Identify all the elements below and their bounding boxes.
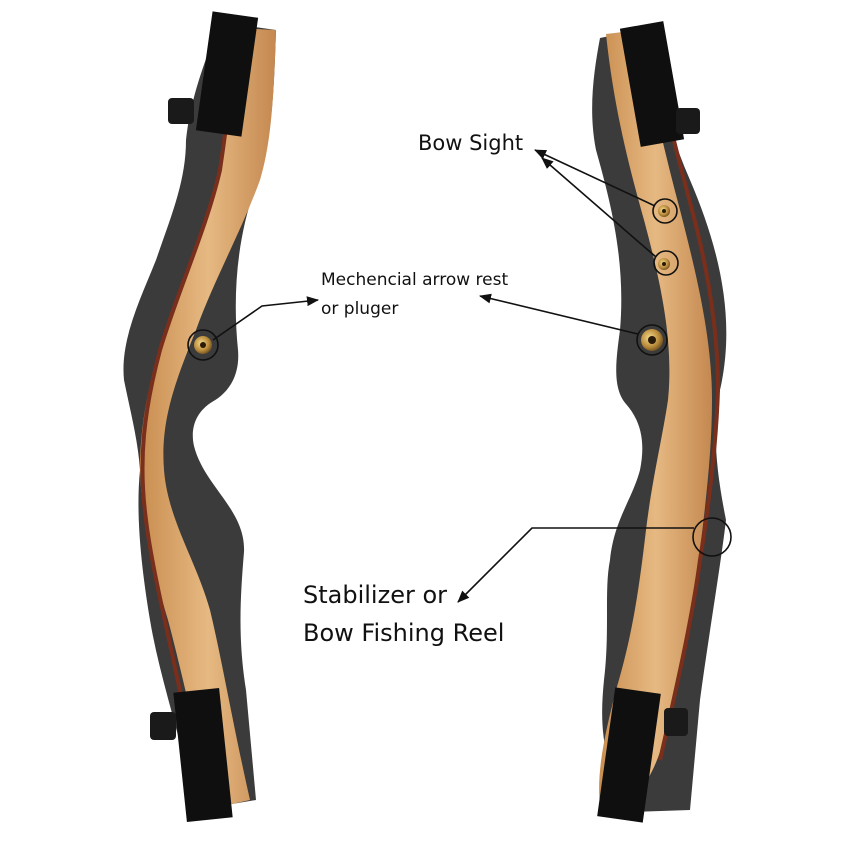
stabilizer-marker-circle [692,517,732,557]
right-plunger-bushing-center [648,336,656,344]
left-top-limb-bolt [168,98,194,124]
arrow-rest-label-line1: Mechencial arrow rest [321,270,509,290]
sight-upper-marker-circle [652,198,678,224]
stabilizer-label-line2: Bow Fishing Reel [303,619,505,647]
stabilizer-label-line1: Stabilizer or [303,581,447,609]
sight-lower-marker-circle [653,250,679,276]
right-plunger-marker-circle [636,324,668,356]
stabilizer-leader [457,527,694,603]
right-bottom-limb-pocket [597,687,661,823]
right-top-limb-pocket [619,21,685,147]
left-plunger-marker-circle [187,329,219,361]
right-bottom-limb-bolt [664,708,688,736]
bow-sight-label: Bow Sight [418,131,524,155]
left-top-limb-pocket [195,11,259,137]
arrow-rest-label-line2: or pluger [321,299,399,319]
arrow-rest-leader-left [212,296,319,341]
bow-sight-arrow-lower [541,157,657,258]
right-riser-wood [599,30,712,806]
left-plunger-bushing-center [200,342,206,348]
left-riser [123,11,276,823]
left-bottom-limb-pocket [173,687,233,823]
left-riser-wood [140,28,276,808]
bow-sight-arrow-upper [534,149,656,207]
sight-bushing-upper-center [662,209,666,213]
arrow-rest-arrow-right [479,293,639,335]
right-riser [592,21,727,823]
annotations [187,149,732,603]
right-riser-red-stripe [650,29,721,761]
right-top-limb-bolt [676,108,700,134]
sight-bushing-lower-center [662,262,666,266]
left-bottom-limb-bolt [150,712,176,740]
